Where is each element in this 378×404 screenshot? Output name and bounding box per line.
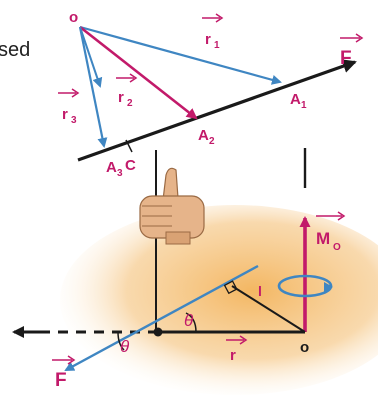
svg-text:2: 2 [209,136,215,147]
svg-text:A: A [290,91,301,108]
theta-arc-left [117,331,125,351]
disc-plane [60,205,378,395]
r3-text: r [62,106,68,123]
force-top-label: F [340,33,364,69]
r1-arrow [79,25,282,85]
moment-label: M O [316,211,346,253]
c-tick [125,139,133,153]
svg-text:F: F [340,48,352,69]
r2-arrow [79,25,198,120]
a3-label: A 3 C [106,157,136,179]
theta-left-label: θ [120,337,130,356]
r1-label: r 1 [202,13,224,51]
a2-label: A 2 [198,127,215,147]
force-line-bottom [64,264,259,372]
r3-arrow [78,26,108,148]
svg-text:3: 3 [117,168,123,179]
r1-sub: 1 [214,40,220,51]
perp-l-label: l [258,283,262,299]
svg-text:F: F [55,370,67,391]
theta-right-label: θ [184,311,194,330]
oa-helper-1 [79,26,103,88]
svg-text:1: 1 [301,100,307,111]
origin-top-label: o [69,9,78,26]
perpendicular-l [231,285,306,333]
r3-label: r 3 [58,88,80,126]
svg-text:A: A [198,127,209,144]
rotation-indicator-icon [277,274,333,298]
r2-text: r [118,89,124,106]
force-bottom-label: F [52,355,76,391]
origin-bottom-label: o [300,339,309,356]
a1-label: A 1 [290,91,307,111]
r2-sub: 2 [127,98,133,109]
thumbs-up-hand-icon [139,167,205,245]
pivot-point [153,327,163,337]
r3-sub: 3 [71,115,77,126]
fragment-text: sed [0,39,30,61]
theta-arc-right [185,312,197,333]
r1-text: r [205,31,211,48]
r-vector-label: r [226,335,248,364]
svg-text:O: O [333,242,341,253]
svg-text:M: M [316,229,330,248]
right-angle-mark [223,280,238,295]
svg-text:r: r [230,347,236,364]
svg-text:A: A [106,159,117,176]
force-line-top [77,59,357,162]
c-label: C [125,157,136,174]
r2-label: r 2 [116,73,138,109]
